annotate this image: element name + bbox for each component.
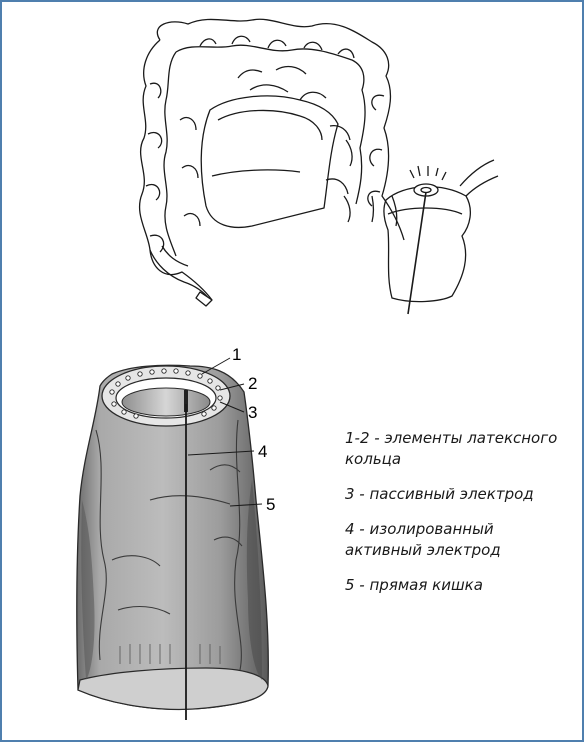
legend: 1-2 - элементы латексного кольца 3 - пас…	[345, 428, 575, 610]
callout-1: 1	[232, 345, 241, 364]
callout-3: 3	[248, 403, 257, 422]
callout-5: 5	[266, 495, 275, 514]
legend-item-active-electrode: 4 - изолированный активный электрод	[345, 519, 575, 561]
callout-2: 2	[248, 374, 257, 393]
legend-item-passive-electrode: 3 - пассивный электрод	[345, 484, 575, 505]
colon-drawing	[140, 19, 404, 306]
callout-4: 4	[258, 442, 267, 461]
legend-item-ring-elements: 1-2 - элементы латексного кольца	[345, 428, 575, 470]
small-rectum-drawing	[384, 160, 498, 314]
rectum-drawing	[77, 365, 269, 720]
legend-item-rectum: 5 - прямая кишка	[345, 575, 575, 596]
